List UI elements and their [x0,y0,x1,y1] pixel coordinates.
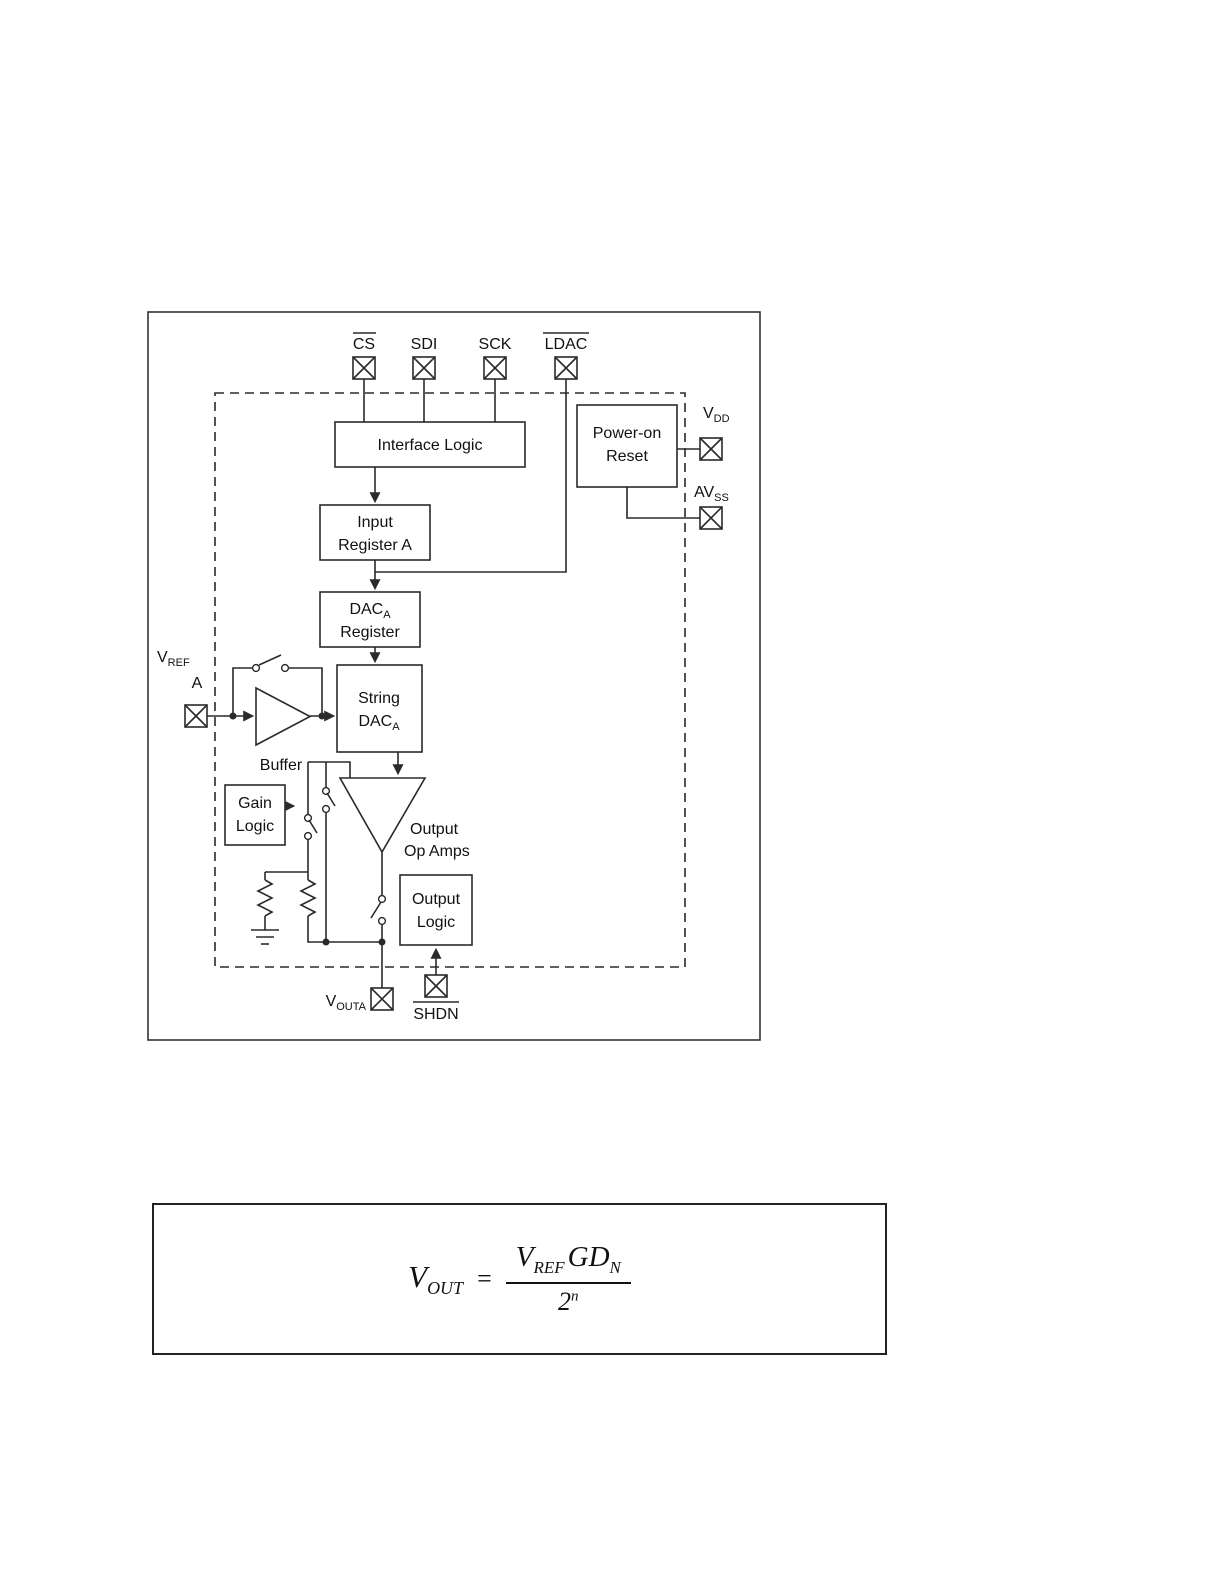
avss-label: AVSS [694,484,729,504]
avss-base: AV [694,484,714,501]
block-diagram: Interface Logic Power-on Reset Input Reg… [147,311,761,1041]
sdi-label: SDI [411,336,438,353]
pin-shdn [424,974,448,998]
resistor-feedback [299,879,317,917]
pin-avss [699,506,723,530]
power-on-reset-label-2: Reset [606,448,648,465]
pin-vref [184,704,208,728]
avss-sub: SS [714,492,729,504]
dac-register-base: DAC [349,601,383,618]
buffer-amp: Buffer [255,686,312,774]
formula-lhs: VOUT [408,1259,463,1299]
power-on-reset-label-1: Power-on [593,425,661,442]
vdd-sub: DD [714,413,730,425]
pin-sdi [412,356,436,380]
gain-logic-label-1: Gain [238,795,272,812]
input-register-label-2: Register A [338,537,412,554]
feedback-wire [307,916,382,943]
vref-sub: REF [168,657,190,669]
pin-vouta [370,987,394,1011]
output-logic-label-1: Output [412,891,461,908]
formula-vref-sub: REF [533,1257,565,1277]
formula-denominator: 2n [558,1284,579,1317]
shdn-label: SHDN [413,1006,458,1023]
string-dac-block: String DACA [336,664,423,753]
buffer-bypass-switch [251,654,290,673]
formula-vout-base: V [408,1258,428,1294]
output-logic-label-2: Logic [417,914,455,931]
gain-logic-block: Gain Logic [224,784,286,846]
string-dac-label-2: DACA [358,713,400,733]
junction-dots [229,712,386,946]
string-dac-label-1: String [358,690,400,707]
pin-vdd [699,437,723,461]
avss-wire [626,487,700,519]
gain-switch-1 [321,786,336,814]
formula-den-base: 2 [558,1287,572,1317]
output-op-amps-label-1: Output [410,821,459,838]
vref-channel-label: A [192,675,203,692]
power-on-reset-block: Power-on Reset [576,404,678,488]
ldac-wire [375,379,567,573]
buffer-bypass-wire [232,667,252,716]
gain-switch-2 [303,813,318,841]
feedback-stub [308,761,351,778]
string-dac-base: DAC [358,713,392,730]
output-logic-block: Output Logic [399,874,473,946]
formula-gd-sub: N [609,1257,621,1277]
formula-equals: = [477,1263,492,1293]
gain-logic-label-2: Logic [236,818,274,835]
input-register-block: Input Register A [319,504,431,561]
input-register-label-1: Input [357,514,393,531]
chip-boundary [214,392,686,968]
sck-label: SCK [479,336,512,353]
output-shutdown-switch [370,894,387,926]
interface-logic-label: Interface Logic [378,437,483,454]
vouta-base: V [326,993,337,1010]
formula-vout-sub: OUT [427,1278,464,1299]
formula-den-exp: n [571,1288,579,1305]
ground-symbol [251,929,279,945]
vref-base: V [157,649,168,666]
output-op-amps-label-2: Op Amps [404,843,470,860]
vdd-base: V [703,405,714,422]
pin-ldac [554,356,578,380]
vouta-label: VOUTA [326,993,367,1013]
vref-label: VREF [157,649,190,669]
dac-register-label-1: DACA [349,601,391,621]
cs-label: CS [353,336,375,353]
output-op-amp: Output Op Amps [338,777,470,860]
ldac-label: LDAC [545,336,588,353]
formula-vref-base: V [515,1240,534,1273]
formula-gd-base: GD [567,1240,610,1273]
buffer-label: Buffer [260,757,303,774]
interface-logic-block: Interface Logic [334,421,526,468]
dac-register-label-2: Register [340,624,400,641]
pin-labels: CS SDI SCK LDAC VDD AVSS VREF A VOUTA SH… [157,332,730,1023]
vouta-sub: OUTA [336,1001,366,1013]
dac-register-sub: A [383,609,391,621]
pin-cs [352,356,376,380]
string-dac-sub: A [392,721,400,733]
pin-sck [483,356,507,380]
resistor-to-ground [256,879,274,917]
dac-register-block: DACA Register [319,591,421,648]
vdd-label: VDD [703,405,730,425]
